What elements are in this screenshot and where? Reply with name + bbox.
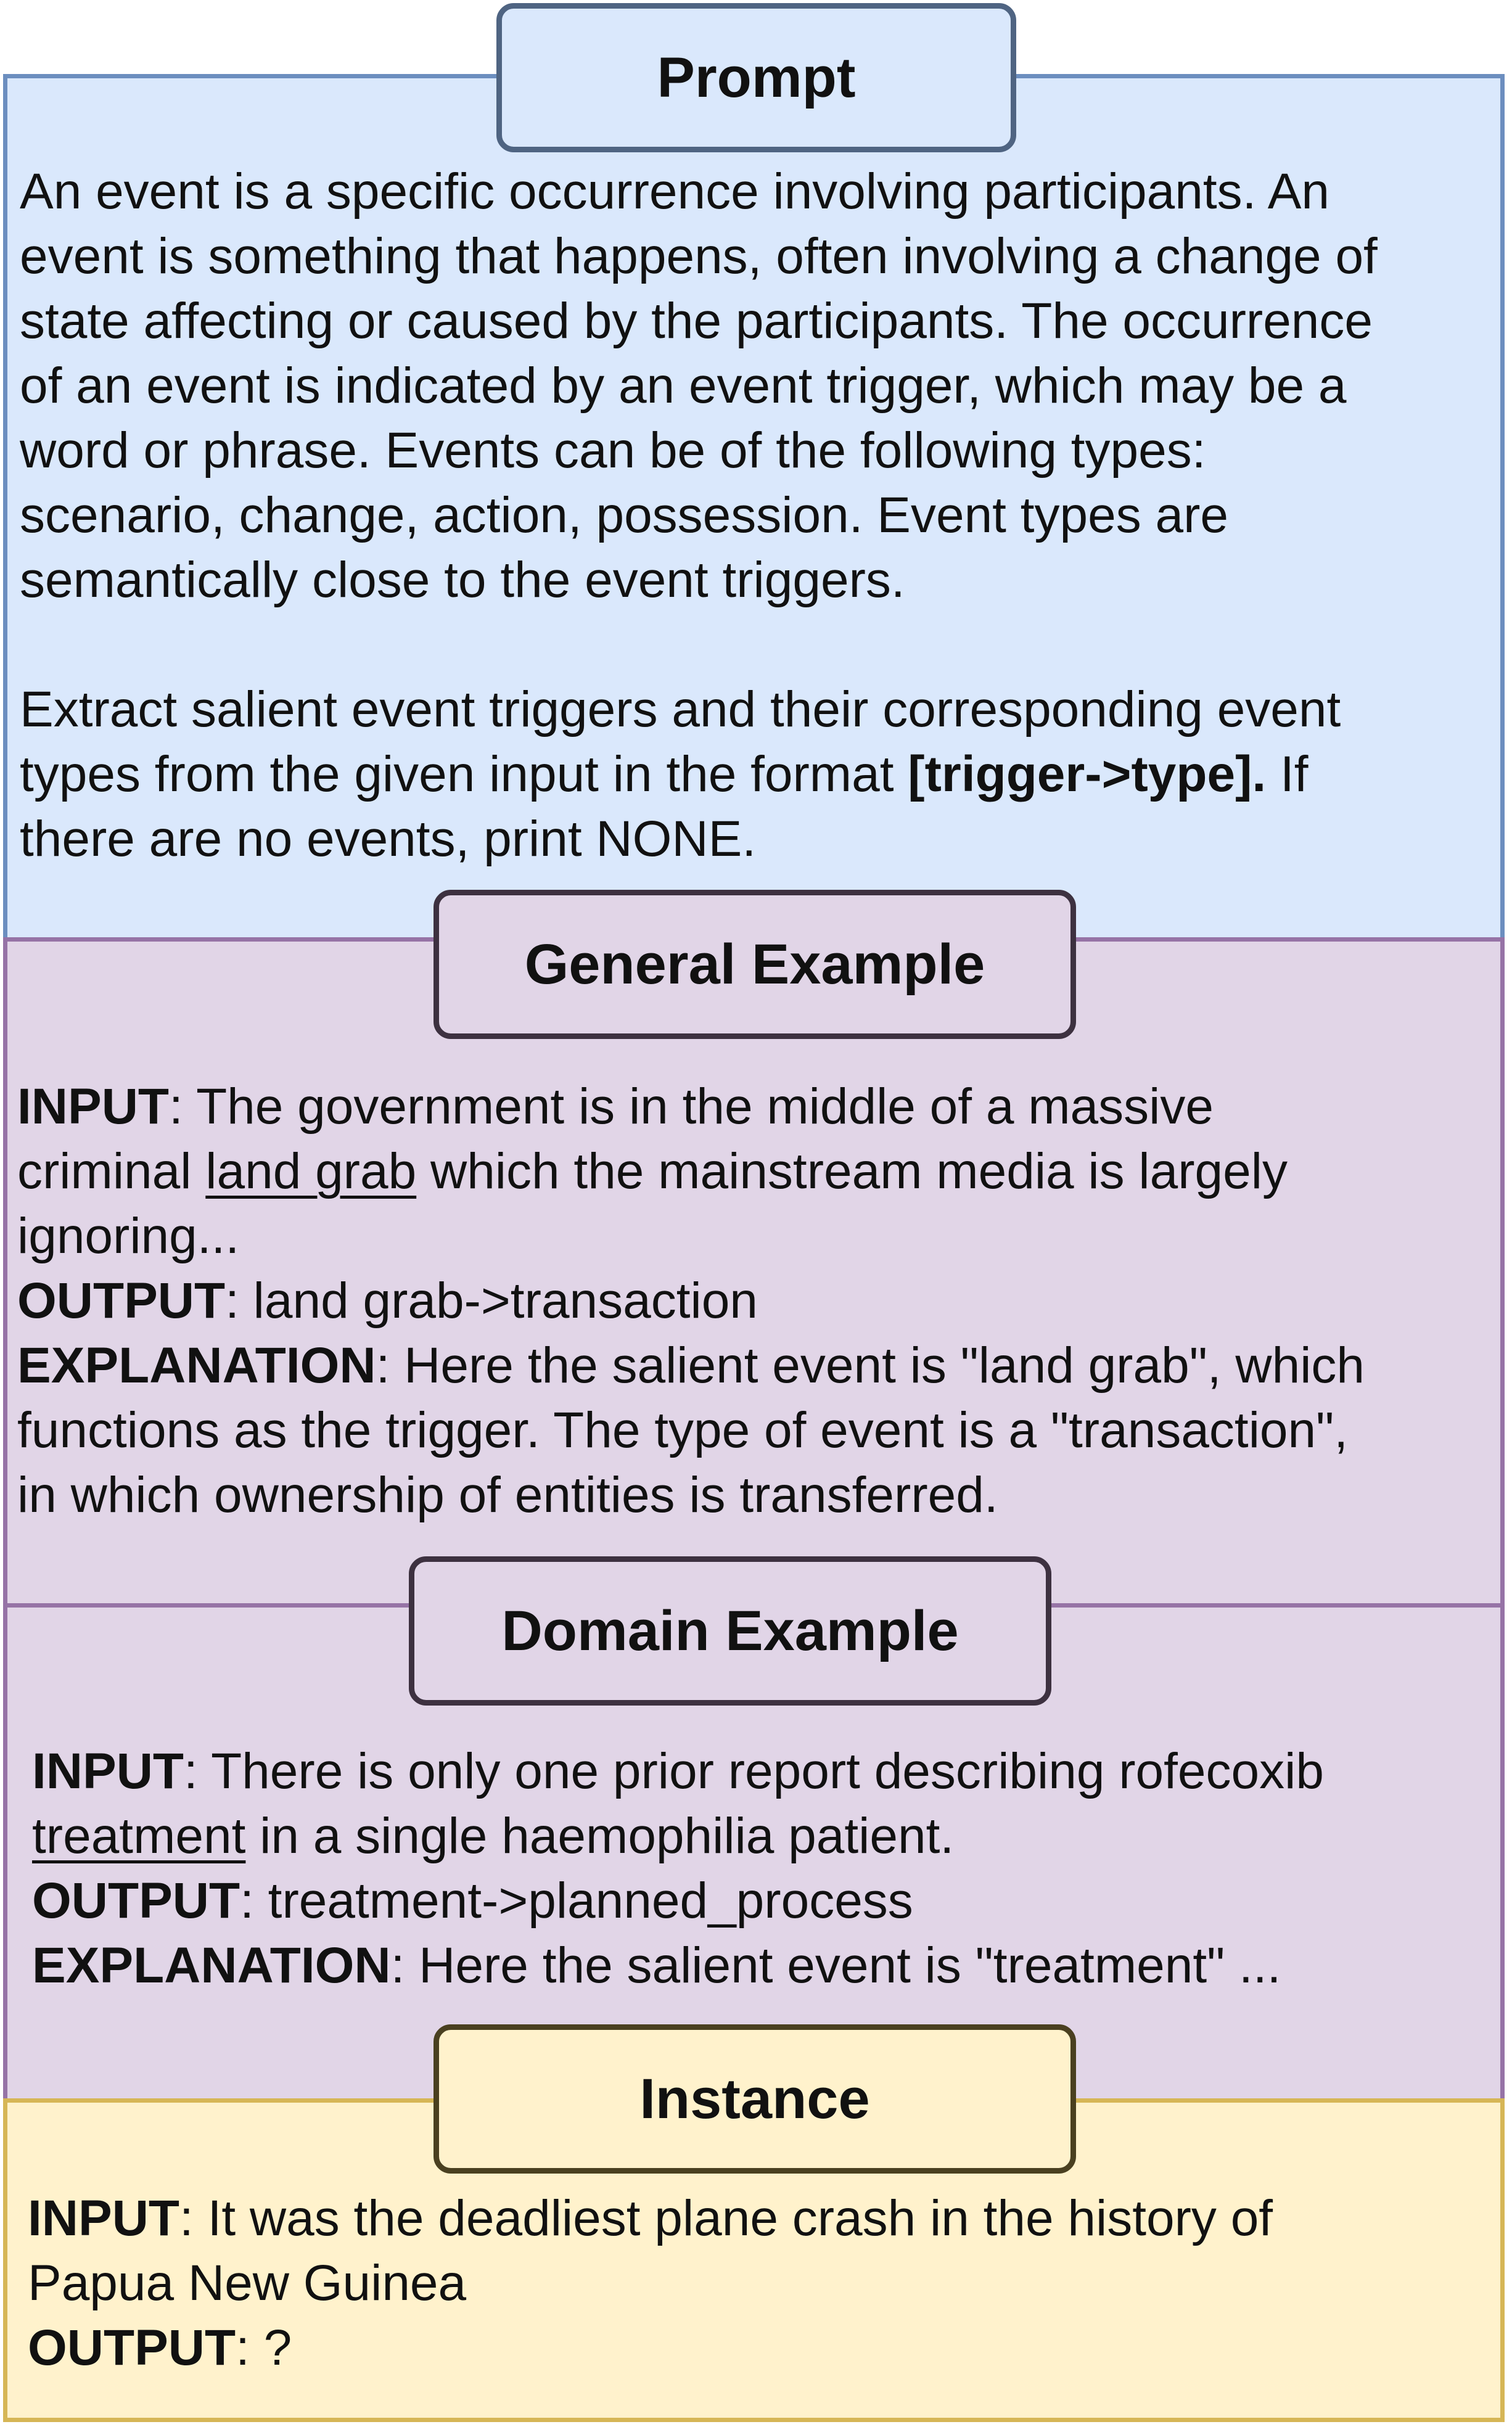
output-label: OUTPUT — [32, 1873, 240, 1929]
instruction-line: there are no events, print NONE. — [20, 811, 757, 867]
prompt-line: An event is a specific occurrence involv… — [20, 163, 1329, 220]
prompt-line: of an event is indicated by an event tri… — [20, 358, 1347, 414]
input-line: treatment in a single haemophilia patien… — [32, 1804, 1324, 1868]
input-line: ignoring... — [17, 1208, 240, 1264]
input-label: INPUT — [28, 2190, 179, 2246]
output-label: OUTPUT — [28, 2320, 236, 2376]
format-spec: [trigger->type]. — [908, 746, 1267, 802]
output-line: OUTPUT: land grab->transaction — [17, 1268, 1365, 1333]
general-example-title: General Example — [433, 890, 1076, 1039]
explanation-label: EXPLANATION — [17, 1337, 376, 1394]
instance-title: Instance — [433, 2024, 1076, 2174]
domain-example-title: Domain Example — [409, 1556, 1051, 1706]
output-text: : ? — [236, 2320, 292, 2376]
prompt-line: event is something that happens, often i… — [20, 228, 1378, 284]
input-text: : The government is in the middle of a m… — [169, 1078, 1214, 1135]
output-text: : treatment->planned_process — [240, 1873, 913, 1929]
input-text: in a single haemophilia patient. — [245, 1808, 955, 1864]
general-example-text: INPUT: The government is in the middle o… — [17, 1074, 1365, 1527]
output-label: OUTPUT — [17, 1273, 226, 1329]
input-text: criminal — [17, 1143, 206, 1199]
instance-text: INPUT: It was the deadliest plane crash … — [28, 2186, 1273, 2380]
input-text: which the mainstream media is largely — [416, 1143, 1288, 1199]
explanation-line: functions as the trigger. The type of ev… — [17, 1402, 1349, 1458]
explanation-line: in which ownership of entities is transf… — [17, 1467, 998, 1523]
prompt-line: state affecting or caused by the partici… — [20, 293, 1373, 349]
general-example-section — [3, 937, 1505, 1609]
instruction-text: If — [1266, 746, 1309, 802]
input-text: : It was the deadliest plane crash in th… — [179, 2190, 1273, 2246]
explanation-text: : Here the salient event is "land grab",… — [376, 1337, 1365, 1394]
trigger-highlight: treatment — [32, 1808, 246, 1864]
input-label: INPUT — [17, 1078, 169, 1135]
input-line: INPUT: There is only one prior report de… — [32, 1739, 1324, 1804]
prompt-line: word or phrase. Events can be of the fol… — [20, 422, 1206, 478]
domain-example-text: INPUT: There is only one prior report de… — [32, 1739, 1324, 1998]
explanation-label: EXPLANATION — [32, 1937, 391, 1994]
input-line: INPUT: The government is in the middle o… — [17, 1074, 1365, 1139]
input-line: criminal land grab which the mainstream … — [17, 1139, 1365, 1204]
explanation-line: EXPLANATION: Here the salient event is "… — [17, 1333, 1365, 1398]
prompt-line: scenario, change, action, possession. Ev… — [20, 487, 1229, 543]
input-line: INPUT: It was the deadliest plane crash … — [28, 2186, 1273, 2251]
input-text: : There is only one prior report describ… — [184, 1743, 1324, 1799]
explanation-line: EXPLANATION: Here the salient event is "… — [32, 1933, 1324, 1998]
instruction-line: types from the given input in the format… — [20, 742, 1378, 807]
trigger-highlight: land grab — [205, 1143, 417, 1199]
blank-line — [20, 612, 1378, 677]
prompt-section — [3, 74, 1505, 943]
prompt-title: Prompt — [496, 3, 1016, 152]
instruction-text: types from the given input in the format — [20, 746, 908, 802]
output-line: OUTPUT: treatment->planned_process — [32, 1868, 1324, 1933]
prompt-line: semantically close to the event triggers… — [20, 552, 905, 608]
output-line: OUTPUT: ? — [28, 2315, 1273, 2380]
instruction-line: Extract salient event triggers and their… — [20, 681, 1341, 737]
explanation-text: : Here the salient event is "treatment" … — [390, 1937, 1281, 1994]
input-label: INPUT — [32, 1743, 184, 1799]
prompt-text: An event is a specific occurrence involv… — [20, 159, 1378, 871]
input-line: Papua New Guinea — [28, 2255, 467, 2311]
output-text: : land grab->transaction — [225, 1273, 758, 1329]
